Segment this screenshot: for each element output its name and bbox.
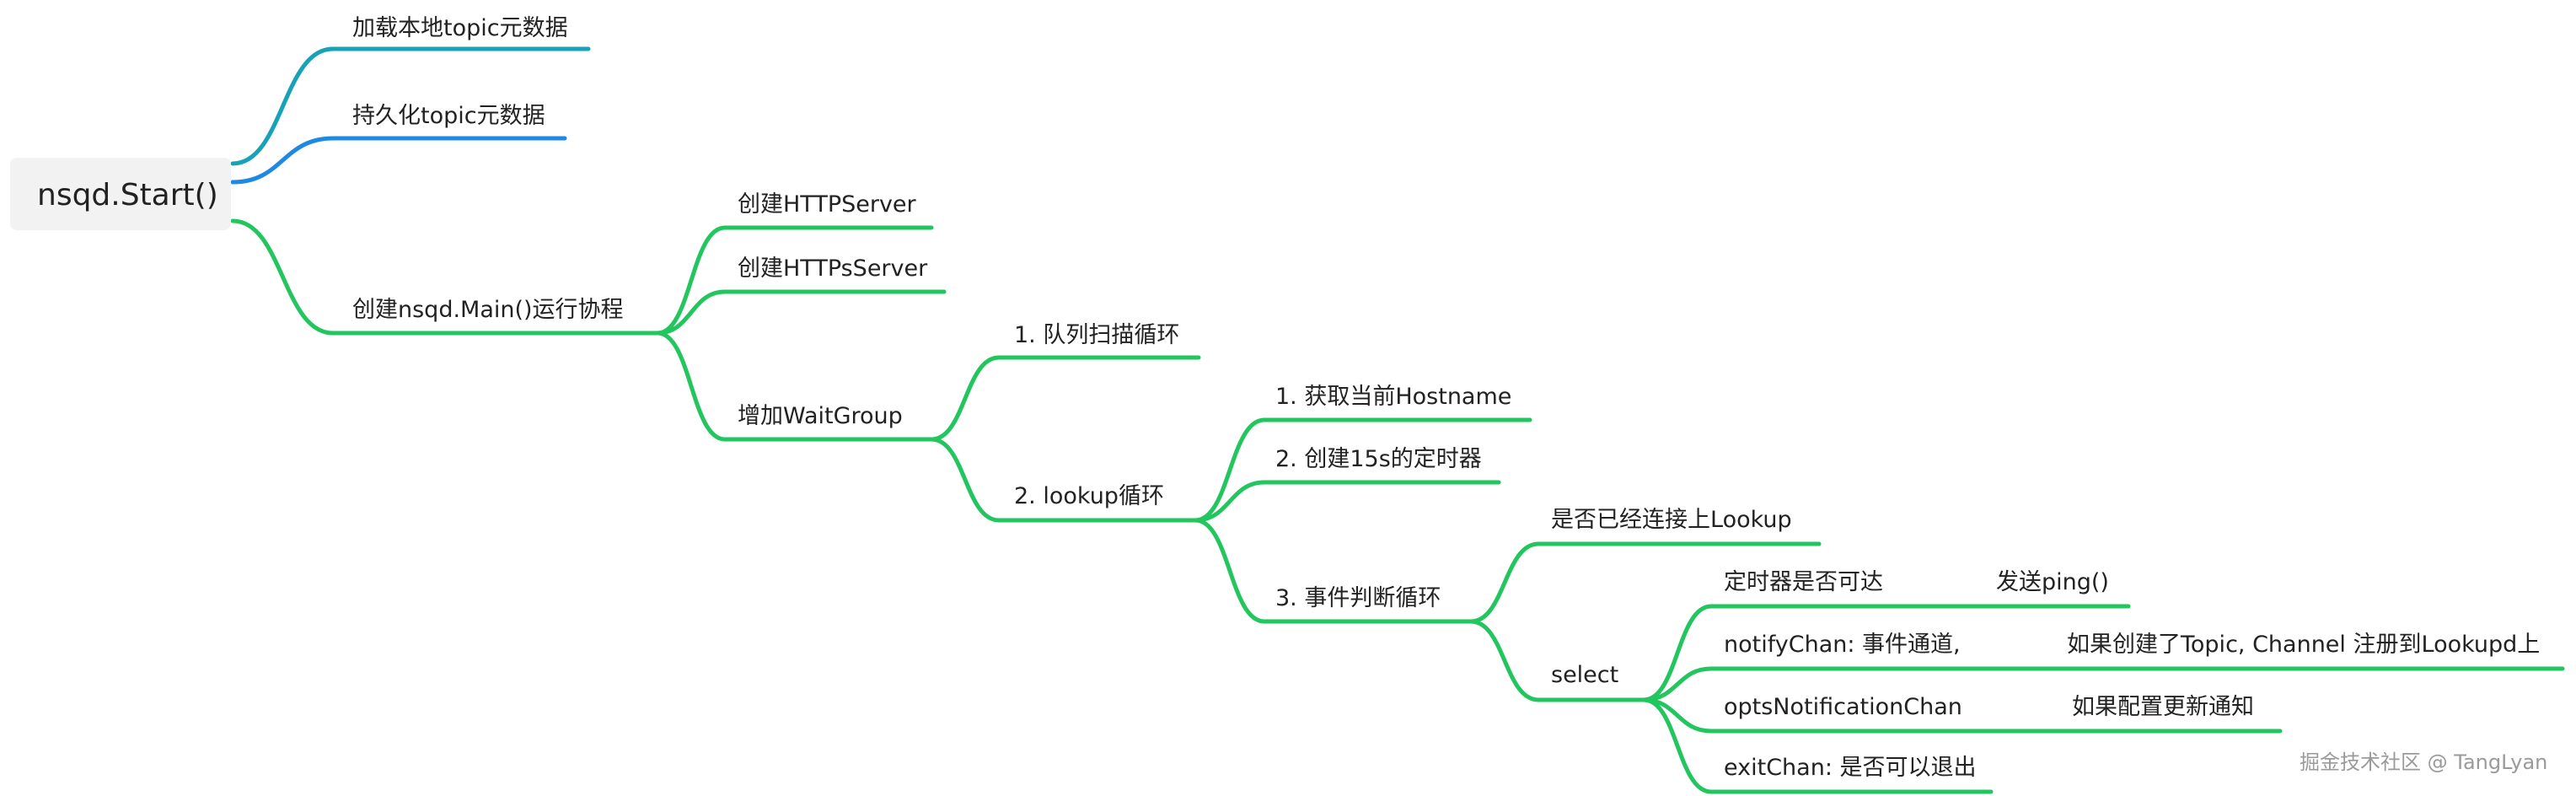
root-node-box — [10, 158, 231, 230]
node-create-main-goroutine[interactable]: 创建nsqd.Main()运行协程 — [352, 297, 624, 323]
node-notify-chan-note[interactable]: 如果创建了Topic, Channel 注册到Lookupd上 — [2067, 632, 2540, 658]
edge-waitgroup-to-queue-scan — [929, 355, 1001, 442]
edge-root-to-load-meta — [230, 46, 335, 166]
node-labels: 加载本地topic元数据 持久化topic元数据 创建nsqd.Main()运行… — [352, 15, 2540, 781]
node-opts-chan-note[interactable]: 如果配置更新通知 — [2072, 694, 2254, 720]
node-get-hostname[interactable]: 1. 获取当前Hostname — [1275, 384, 1511, 410]
node-exit-chan[interactable]: exitChan: 是否可以退出 — [1724, 755, 1977, 781]
node-persist-topic-metadata[interactable]: 持久化topic元数据 — [352, 103, 545, 129]
edge-lookup-to-hostname — [1193, 417, 1267, 523]
node-select[interactable]: select — [1551, 662, 1618, 688]
edge-event-to-select — [1468, 619, 1541, 702]
edge-root-to-create-main — [230, 218, 335, 336]
edge-root-to-persist-meta — [230, 136, 335, 185]
node-add-waitgroup[interactable]: 增加WaitGroup — [738, 403, 903, 429]
node-load-topic-metadata[interactable]: 加载本地topic元数据 — [352, 15, 568, 41]
node-create-http-server[interactable]: 创建HTTPServer — [738, 191, 917, 218]
node-connected-lookup[interactable]: 是否已经连接上Lookup — [1551, 507, 1792, 533]
connector-lines — [230, 46, 2565, 794]
node-notify-chan[interactable]: notifyChan: 事件通道, — [1724, 632, 1961, 658]
edge-select-to-exit — [1641, 697, 1714, 794]
edge-main-to-waitgroup — [655, 331, 727, 442]
edge-lookup-to-event-loop — [1193, 518, 1267, 624]
node-create-https-server[interactable]: 创建HTTPsServer — [738, 255, 928, 282]
node-event-loop[interactable]: 3. 事件判断循环 — [1275, 585, 1441, 611]
edge-waitgroup-to-lookup — [929, 437, 1001, 523]
edge-main-to-https — [655, 289, 727, 336]
edge-event-to-connected — [1468, 541, 1541, 624]
root-node[interactable]: nsqd.Start() — [10, 158, 231, 230]
node-timer-reached[interactable]: 定时器是否可达 — [1724, 569, 1883, 595]
edge-lookup-to-timer — [1193, 480, 1267, 523]
node-send-ping[interactable]: 发送ping() — [1996, 569, 2109, 595]
node-queue-scan-loop[interactable]: 1. 队列扫描循环 — [1014, 322, 1179, 348]
edge-main-to-http — [655, 225, 727, 336]
watermark: 掘金技术社区 @ TangLyan — [2300, 750, 2547, 774]
root-node-label: nsqd.Start() — [37, 178, 218, 212]
node-opts-notification-chan[interactable]: optsNotificationChan — [1724, 694, 1962, 720]
node-create-timer[interactable]: 2. 创建15s的定时器 — [1275, 446, 1482, 472]
node-lookup-loop[interactable]: 2. lookup循环 — [1014, 483, 1164, 509]
edge-select-to-timer-reached — [1641, 604, 1714, 702]
